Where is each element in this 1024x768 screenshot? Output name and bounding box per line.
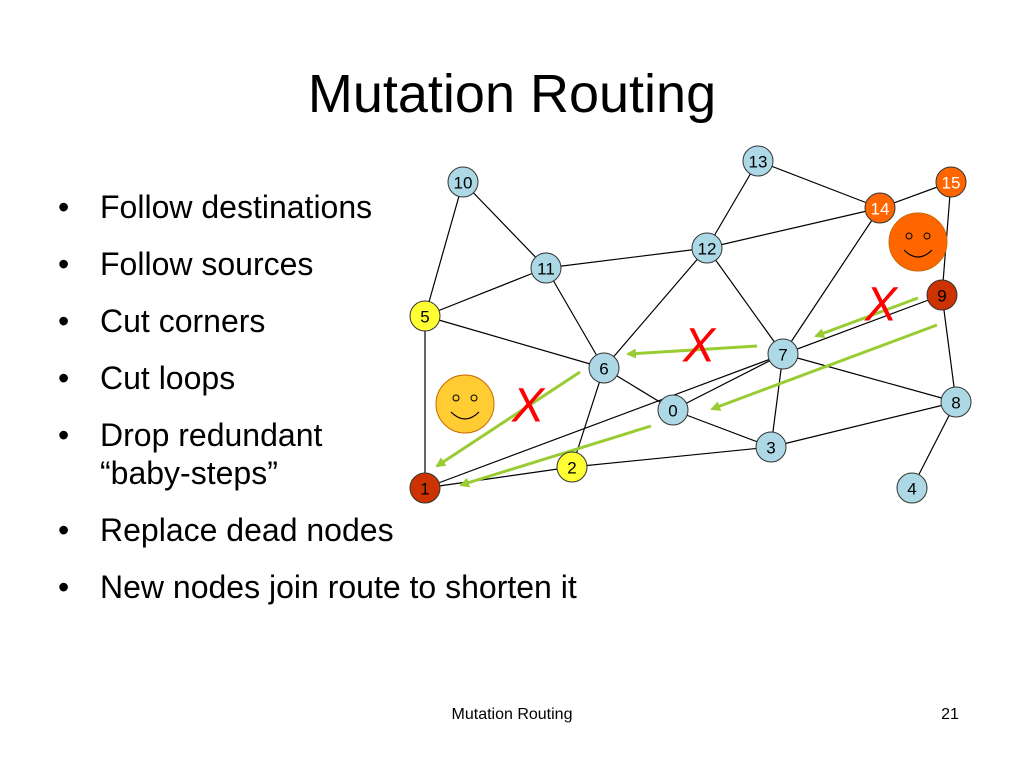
edge-line bbox=[462, 181, 547, 269]
node-label: 7 bbox=[778, 346, 787, 365]
node-11: 11 bbox=[530, 252, 562, 284]
bullet-item: • Cut corners bbox=[58, 302, 577, 340]
bullet-text-continuation: “baby-steps” bbox=[100, 455, 278, 491]
edge-line bbox=[706, 247, 784, 355]
node-12: 12 bbox=[691, 232, 723, 264]
slide-title: Mutation Routing bbox=[307, 64, 717, 124]
node-1: 1 bbox=[409, 472, 441, 504]
node-9: 9 bbox=[926, 279, 958, 311]
orange-smiley-face bbox=[888, 212, 948, 272]
arrow-layer bbox=[435, 296, 938, 488]
bullet-item: • New nodes join route to shorten it bbox=[58, 568, 577, 606]
cross-mark: X bbox=[511, 380, 546, 433]
edge-line bbox=[911, 401, 957, 489]
node-10: 10 bbox=[447, 166, 479, 198]
bullet-dot: • bbox=[58, 360, 70, 396]
edge-layer bbox=[424, 160, 957, 489]
node-15: 15 bbox=[935, 166, 967, 198]
node-6: 6 bbox=[588, 352, 620, 384]
edge-line bbox=[706, 207, 881, 249]
bullet-text: Follow sources bbox=[100, 246, 314, 282]
edge-line bbox=[770, 353, 784, 448]
route-arrow-6-to-1 bbox=[435, 370, 581, 468]
bullet-dot: • bbox=[58, 303, 70, 339]
edge-line bbox=[571, 367, 605, 468]
bullet-dot: • bbox=[58, 189, 70, 225]
bullet-dot: • bbox=[58, 417, 70, 453]
cross-mark: X bbox=[682, 320, 717, 373]
cross-mark: X bbox=[864, 279, 899, 332]
node-label: 6 bbox=[599, 360, 608, 379]
edge-line bbox=[424, 315, 605, 369]
node-label: 3 bbox=[766, 439, 775, 458]
bullet-text: Replace dead nodes bbox=[100, 512, 394, 548]
page-number: 21 bbox=[941, 706, 959, 723]
bullet-text: Drop redundant bbox=[100, 417, 323, 453]
route-arrow-0-to-1 bbox=[459, 424, 652, 488]
bullet-item: • Follow sources bbox=[58, 245, 577, 283]
node-0: 0 bbox=[657, 394, 689, 426]
edge-line bbox=[571, 446, 772, 468]
bullet-dot: • bbox=[58, 512, 70, 548]
route-arrow-9-to-7 bbox=[814, 296, 919, 338]
smiley-layer bbox=[435, 212, 948, 434]
node-label: 10 bbox=[454, 174, 473, 193]
edge-line bbox=[770, 401, 957, 448]
node-13: 13 bbox=[742, 145, 774, 177]
edge-line bbox=[941, 294, 957, 403]
yellow-smiley-face bbox=[435, 374, 495, 434]
node-label: 1 bbox=[420, 480, 429, 499]
node-label: 0 bbox=[668, 402, 677, 421]
edge-line bbox=[757, 160, 881, 209]
bullet-item: • Replace dead nodes bbox=[58, 511, 577, 549]
edge-line bbox=[672, 409, 772, 448]
node-3: 3 bbox=[755, 431, 787, 463]
bullet-text: Follow destinations bbox=[100, 189, 373, 225]
edge-line bbox=[545, 267, 605, 369]
bullet-item: • Drop redundant“baby-steps” bbox=[58, 416, 577, 492]
node-label: 13 bbox=[749, 153, 768, 172]
node-label: 2 bbox=[567, 459, 576, 478]
edge-line bbox=[706, 160, 759, 249]
bullet-item: • Follow destinations bbox=[58, 188, 577, 226]
edge-line bbox=[782, 207, 881, 355]
edge-line bbox=[424, 466, 573, 489]
bullet-item: • Cut loops bbox=[58, 359, 577, 397]
edge-line bbox=[424, 267, 547, 317]
edge-line bbox=[782, 353, 957, 403]
node-label: 5 bbox=[420, 308, 429, 327]
node-label: 4 bbox=[907, 480, 916, 499]
node-label: 9 bbox=[937, 287, 946, 306]
bullet-text: Cut loops bbox=[100, 360, 236, 396]
edge-line bbox=[424, 181, 464, 317]
bullet-text: Cut corners bbox=[100, 303, 266, 339]
node-14: 14 bbox=[864, 192, 896, 224]
node-label: 11 bbox=[537, 260, 555, 279]
node-label: 15 bbox=[942, 174, 961, 193]
edge-line bbox=[545, 247, 708, 269]
footer-title: Mutation Routing bbox=[451, 706, 573, 723]
node-8: 8 bbox=[940, 386, 972, 418]
edge-line bbox=[603, 247, 708, 369]
cross-layer: X X X bbox=[511, 279, 899, 433]
node-label: 14 bbox=[871, 200, 890, 219]
bullet-dot: • bbox=[58, 246, 70, 282]
node-5: 5 bbox=[409, 300, 441, 332]
edge-line bbox=[672, 353, 784, 411]
route-arrow-7-to-6 bbox=[626, 344, 758, 359]
bullet-text: New nodes join route to shorten it bbox=[100, 569, 577, 605]
node-4: 4 bbox=[896, 472, 928, 504]
node-2: 2 bbox=[556, 451, 588, 483]
node-label: 12 bbox=[698, 240, 717, 259]
node-7: 7 bbox=[767, 338, 799, 370]
bullet-dot: • bbox=[58, 569, 70, 605]
route-arrow-9-to-0 bbox=[710, 323, 938, 411]
edge-line bbox=[424, 294, 943, 489]
bullet-list: • Follow destinations • Follow sources • Cu… bbox=[58, 188, 577, 625]
node-label: 8 bbox=[951, 394, 960, 413]
